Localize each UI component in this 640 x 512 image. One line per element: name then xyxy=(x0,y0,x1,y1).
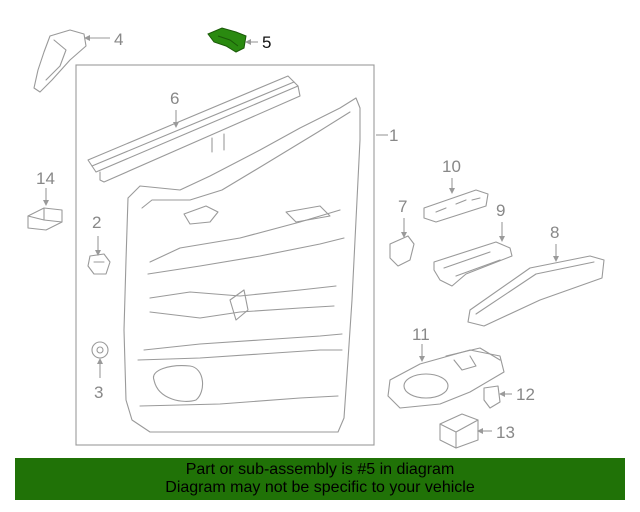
callout-1: 1 xyxy=(389,126,398,145)
callout-8: 8 xyxy=(550,223,559,242)
callout-12: 12 xyxy=(516,385,535,404)
callout-4: 4 xyxy=(114,30,123,49)
callout-13: 13 xyxy=(496,423,515,442)
callout-11: 11 xyxy=(412,325,430,344)
part-4-bracket[interactable] xyxy=(33,29,87,93)
info-banner: Part or sub-assembly is #5 in diagram Di… xyxy=(15,458,625,500)
part-6-moulding-strip[interactable] xyxy=(87,75,301,183)
callout-2: 2 xyxy=(92,213,101,232)
part-14-clip[interactable] xyxy=(27,207,63,231)
part-10-switch-panel[interactable] xyxy=(423,189,489,223)
callout-10: 10 xyxy=(442,157,461,176)
door-assembly-frame xyxy=(75,64,375,446)
leader-lines xyxy=(43,35,559,434)
part-11-cup-holder[interactable] xyxy=(387,347,505,409)
banner-line-2: Diagram may not be specific to your vehi… xyxy=(165,479,475,496)
callout-6: 6 xyxy=(170,89,179,108)
part-8-armrest-pad[interactable] xyxy=(467,255,605,327)
callout-5: 5 xyxy=(262,33,271,52)
part-3-grommet[interactable] xyxy=(91,341,109,359)
part-2-retainer[interactable] xyxy=(87,253,111,275)
part-5-highlighted-clip[interactable] xyxy=(207,27,247,53)
callout-7: 7 xyxy=(398,197,407,216)
part-7-switch[interactable] xyxy=(389,235,415,267)
part-9-switch-bezel[interactable] xyxy=(433,241,513,287)
part-13-bracket[interactable] xyxy=(439,413,479,449)
part-1-door-lining[interactable] xyxy=(123,97,361,433)
banner-line-1: Part or sub-assembly is #5 in diagram xyxy=(185,461,455,478)
callout-9: 9 xyxy=(496,201,505,220)
callout-3: 3 xyxy=(94,383,103,402)
part-12-clip[interactable] xyxy=(483,385,501,409)
callout-14: 14 xyxy=(36,169,55,188)
